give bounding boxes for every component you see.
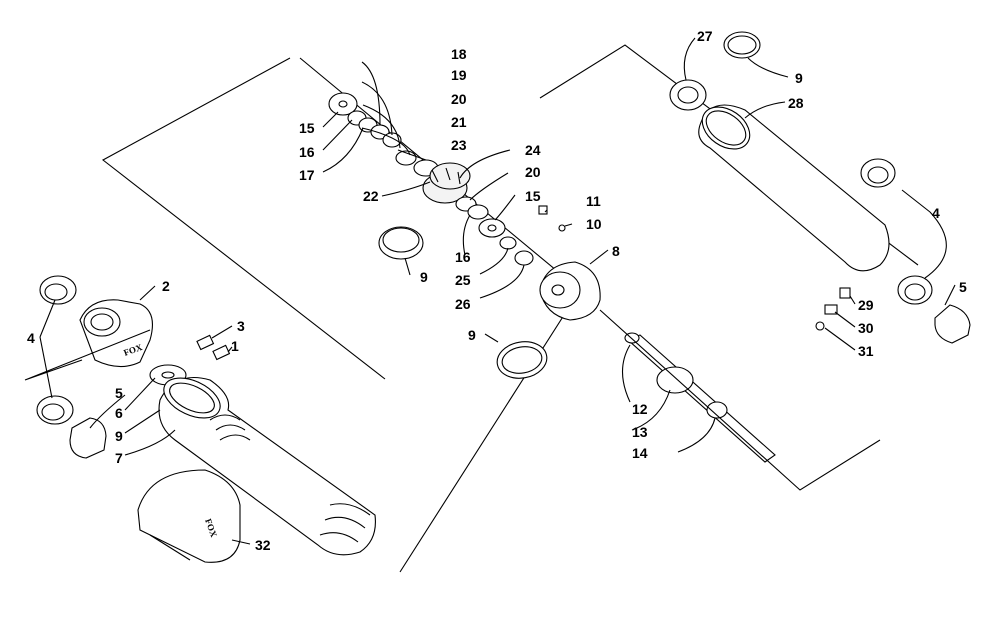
part-27-cap (669, 79, 707, 111)
callout-24: 24 (525, 142, 541, 158)
left-leader-lines (24, 285, 251, 545)
callout-30: 30 (858, 320, 874, 336)
part-30-screw (824, 304, 838, 315)
part-13-bumper (656, 366, 694, 394)
callout-4-left: 4 (27, 330, 35, 346)
callout-28: 28 (788, 95, 804, 111)
callout-10: 10 (586, 216, 602, 232)
part-16-shim-lower (467, 204, 489, 220)
part-15-washer-hole (338, 100, 348, 108)
callout-18: 18 (451, 46, 467, 62)
part-4-bushing-right-lower (897, 275, 933, 305)
callout-31: 31 (858, 343, 874, 359)
part-4-bushing-lower (36, 395, 74, 425)
callout-20-lower: 20 (525, 164, 541, 180)
part-4-bushing-upper (39, 275, 77, 305)
right-leader-lines (683, 37, 956, 351)
part-31-ball (815, 321, 825, 331)
callout-20-upper: 20 (451, 91, 467, 107)
part-25-nut (499, 236, 517, 250)
part-8-seal-head (539, 261, 601, 321)
callout-15-lower: 15 (525, 188, 541, 204)
callout-11: 11 (586, 193, 601, 209)
part-2-eyelet: FOX (79, 299, 153, 368)
callout-2: 2 (162, 278, 170, 294)
callout-22: 22 (363, 188, 379, 204)
part-1-valve-cap (212, 344, 231, 361)
right-reservoir-assembly (539, 31, 971, 351)
callout-23: 23 (451, 137, 467, 153)
callout-15-upper: 15 (299, 120, 315, 136)
part-5-sleeve (69, 417, 107, 459)
center-leader-lines (322, 61, 881, 491)
callout-6: 6 (115, 405, 123, 421)
part-32-decal: FOX (137, 469, 241, 563)
part-4-bushing-right-upper (860, 158, 896, 188)
callout-21: 21 (451, 114, 467, 130)
part-26-nut (514, 250, 534, 266)
callout-12: 12 (632, 401, 648, 417)
callout-16-upper: 16 (299, 144, 315, 160)
callout-1: 1 (231, 338, 239, 354)
part-29-plug (839, 287, 851, 299)
callout-32: 32 (255, 537, 271, 553)
part-7-body (158, 376, 376, 556)
callout-4-right: 4 (932, 205, 940, 221)
callout-9-lower: 9 (468, 327, 476, 343)
callout-5-left: 5 (115, 385, 123, 401)
part-11-plug (538, 205, 548, 215)
callout-19: 19 (451, 67, 467, 83)
callout-7: 7 (115, 450, 123, 466)
callout-14: 14 (632, 445, 648, 461)
part-9-ring-center (378, 226, 424, 260)
part-22-piston (422, 162, 471, 204)
left-assembly-frame (101, 57, 386, 380)
callout-labels: 1 2 3 4 5 6 7 8 9 9 9 9 10 11 12 13 14 1… (27, 28, 967, 553)
part-9-ring-lower (496, 341, 548, 379)
callout-9-left: 9 (115, 428, 123, 444)
callout-3: 3 (237, 318, 245, 334)
center-piston-assembly (322, 61, 881, 491)
callout-8: 8 (612, 243, 620, 259)
callout-27: 27 (697, 28, 713, 44)
part-10-ball (558, 224, 566, 232)
callout-9-right: 9 (795, 70, 803, 86)
callout-13: 13 (632, 424, 648, 440)
part-9-ring-right (723, 31, 761, 59)
part-5-sleeve-right (934, 304, 971, 344)
callout-16-lower: 16 (455, 249, 471, 265)
callout-5-right: 5 (959, 279, 967, 295)
part-28-reservoir (698, 104, 890, 272)
callout-25: 25 (455, 272, 471, 288)
part-3-valve (196, 334, 215, 351)
callout-26: 26 (455, 296, 471, 312)
part-15-washer-lower-hole (487, 224, 497, 232)
left-shock-assembly: FOX (24, 57, 581, 573)
callout-17: 17 (299, 167, 315, 183)
callout-29: 29 (858, 297, 874, 313)
part-14-collar (706, 401, 728, 419)
callout-9-center: 9 (420, 269, 428, 285)
